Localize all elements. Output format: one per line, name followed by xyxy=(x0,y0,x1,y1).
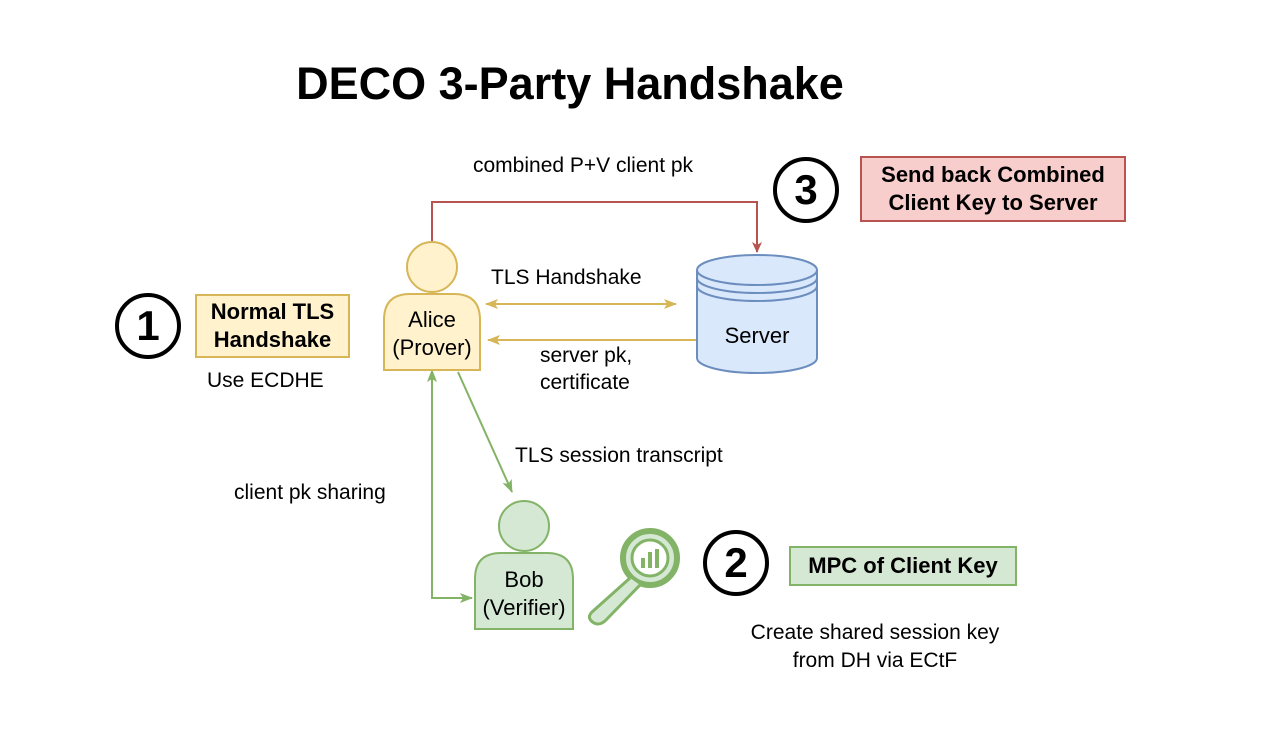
transcript-label: TLS session transcript xyxy=(515,444,723,467)
step-1-note: Use ECDHE xyxy=(207,369,324,392)
server-label: Server xyxy=(724,323,790,348)
step-2-note-line1: Create shared session key xyxy=(750,621,1000,644)
bob-person-icon xyxy=(474,500,574,630)
step-1-number: 1 xyxy=(115,293,181,359)
step-3-box-line1: Send back Combined xyxy=(881,162,1105,187)
step-2-number: 2 xyxy=(703,530,769,596)
client-pk-sharing-arrow xyxy=(427,369,473,603)
step-2-box: MPC of Client Key xyxy=(789,546,1017,586)
alice-person-icon xyxy=(383,241,481,371)
step-3-box: Send back Combined Client Key to Server xyxy=(860,156,1126,222)
bob-label: Bob (Verifier) xyxy=(467,566,581,622)
server-database-icon xyxy=(696,254,818,374)
alice-name: Alice xyxy=(408,307,456,332)
step-1-box-line1: Normal TLS xyxy=(210,299,335,324)
alice-role: (Prover) xyxy=(392,335,472,360)
alice-label: Alice (Prover) xyxy=(384,306,480,362)
step-3-number: 3 xyxy=(773,157,839,223)
combined-pk-arrow xyxy=(431,201,762,253)
server-pk-line2: certificate xyxy=(540,371,630,394)
page-title: DECO 3-Party Handshake xyxy=(296,58,844,109)
step-1-box: Normal TLS Handshake xyxy=(195,294,350,358)
step-2-note: Create shared session key from DH via EC… xyxy=(715,619,1035,675)
combined-pk-label: combined P+V client pk xyxy=(473,154,694,177)
step-3-box-line2: Client Key to Server xyxy=(888,190,1098,215)
client-pk-sharing-label: client pk sharing xyxy=(234,481,386,504)
step-1-box-line2: Handshake xyxy=(213,327,332,352)
server-pk-label: server pk, certificate xyxy=(540,342,632,396)
magnifier-chart-icon xyxy=(587,528,680,626)
transcript-arrow xyxy=(457,371,513,493)
bob-role: (Verifier) xyxy=(482,595,566,620)
bob-name: Bob xyxy=(504,567,544,592)
tls-handshake-label: TLS Handshake xyxy=(491,266,642,289)
server-pk-line1: server pk, xyxy=(540,344,633,367)
step-2-note-line2: from DH via ECtF xyxy=(792,649,958,672)
